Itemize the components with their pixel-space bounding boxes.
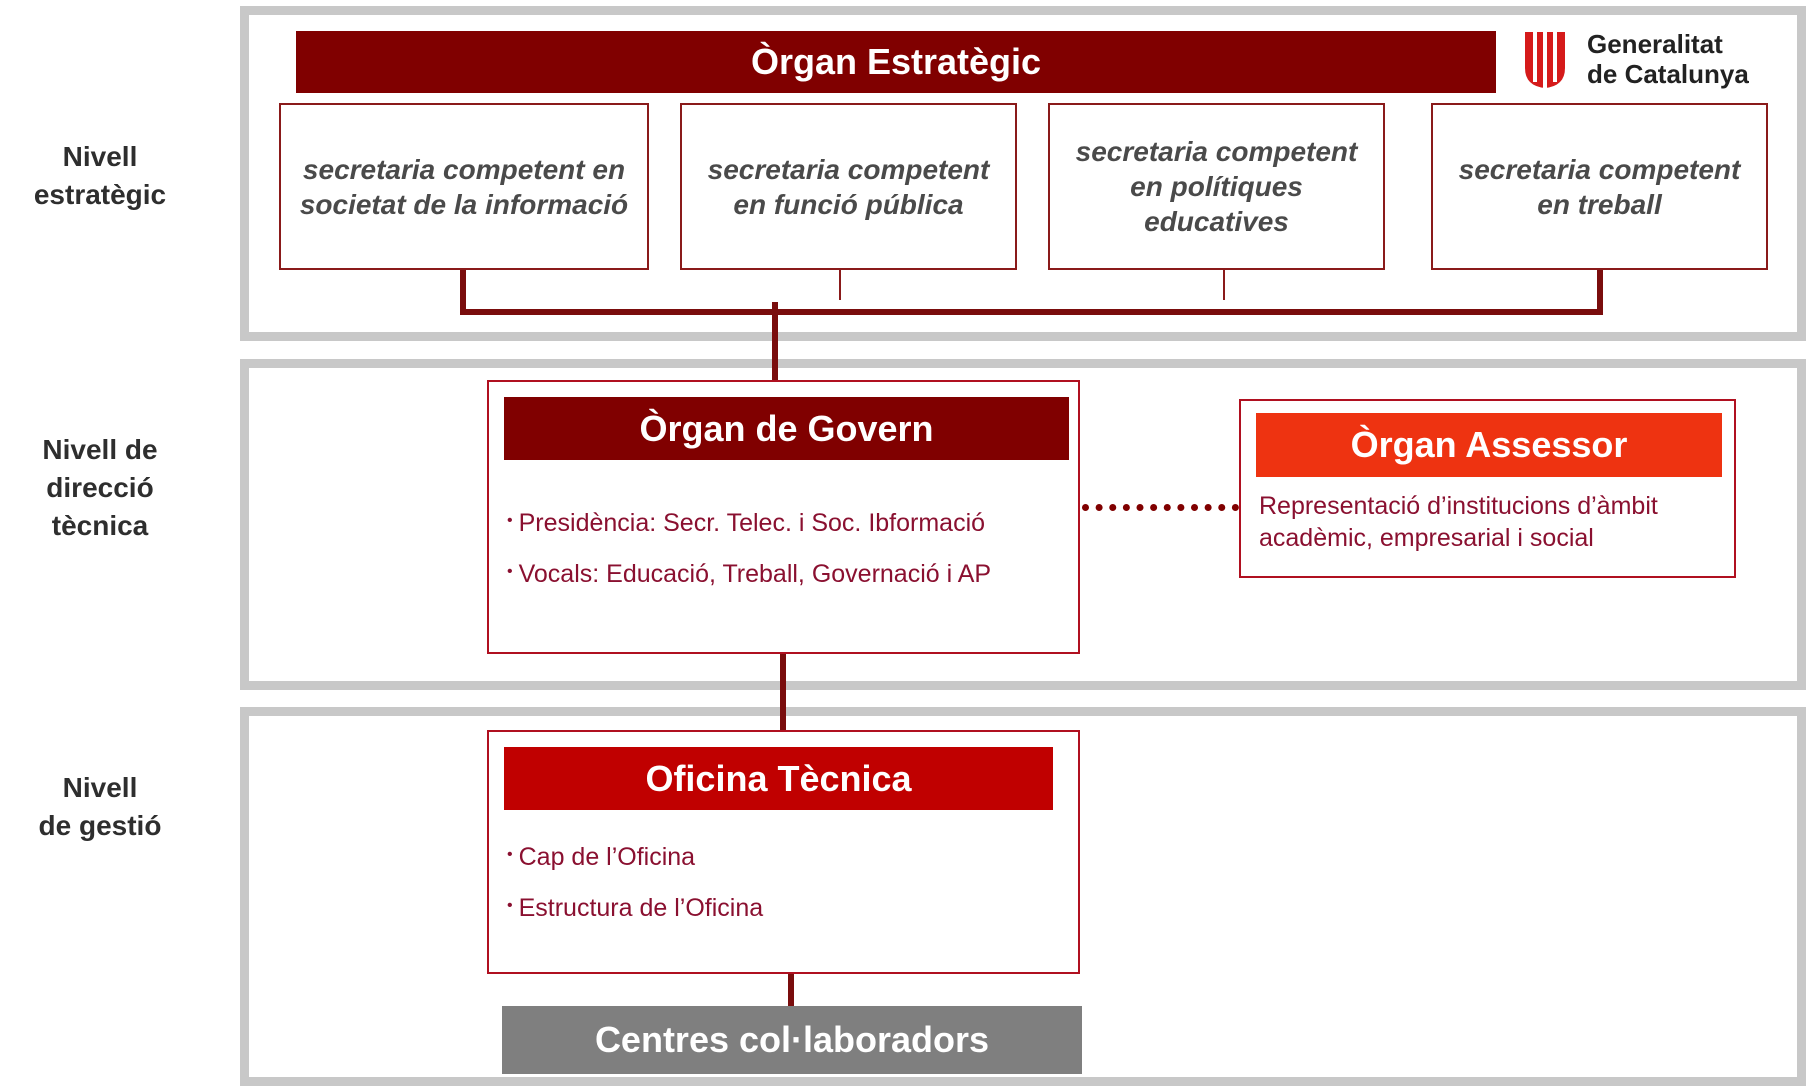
level-label-management: Nivell de gestió	[38, 772, 162, 841]
advisory-body-title: Òrgan Assessor	[1256, 413, 1722, 477]
logo-line-1: Generalitat	[1587, 29, 1723, 59]
connector-secretariat-2	[839, 270, 841, 300]
connector-to-collaborators	[788, 974, 794, 1006]
list-item: •Presidència: Secr. Telec. i Soc. Ibform…	[507, 509, 986, 537]
secretariat-public-function: secretaria competent en funció pública	[680, 103, 1017, 270]
connector-secretariat-1	[460, 270, 466, 315]
list-item: •Vocals: Educació, Treball, Governació i…	[507, 560, 992, 588]
connector-horizontal	[460, 309, 1603, 315]
secretariat-labour: secretaria competent en treball	[1431, 103, 1768, 270]
advisory-body-description: Representació d’institucions d’àmbit aca…	[1259, 492, 1658, 552]
technical-office-items: •Cap de l’Oficina •Estructura de l’Ofici…	[507, 840, 763, 942]
collaborators-title: Centres col·laboradors	[502, 1006, 1082, 1074]
dotted-connector	[1082, 504, 1239, 511]
level-label-strategic: Nivell estratègic	[33, 141, 167, 210]
technical-office-title: Oficina Tècnica	[504, 747, 1053, 810]
secretariat-information-society: secretaria competent en societat de la i…	[279, 103, 649, 270]
list-item: •Estructura de l’Oficina	[507, 894, 764, 922]
governing-body-items: •Presidència: Secr. Telec. i Soc. Ibform…	[507, 506, 991, 608]
connector-to-technical-office	[780, 654, 786, 730]
level-label-technical: Nivell de direcció tècnica	[42, 434, 158, 541]
connector-secretariat-3	[1223, 270, 1225, 300]
strategic-body-title: Òrgan Estratègic	[296, 31, 1496, 93]
logo-line-2: de Catalunya	[1587, 59, 1749, 89]
connector-secretariat-4	[1597, 270, 1603, 315]
generalitat-emblem-icon	[1525, 32, 1565, 88]
connector-to-governing-body	[772, 302, 778, 380]
generalitat-logo: Generalitat de Catalunya	[1521, 25, 1791, 93]
governing-body-title: Òrgan de Govern	[504, 397, 1069, 460]
secretariat-education-policy: secretaria competent en polítiques educa…	[1048, 103, 1385, 270]
list-item: •Cap de l’Oficina	[507, 843, 696, 871]
